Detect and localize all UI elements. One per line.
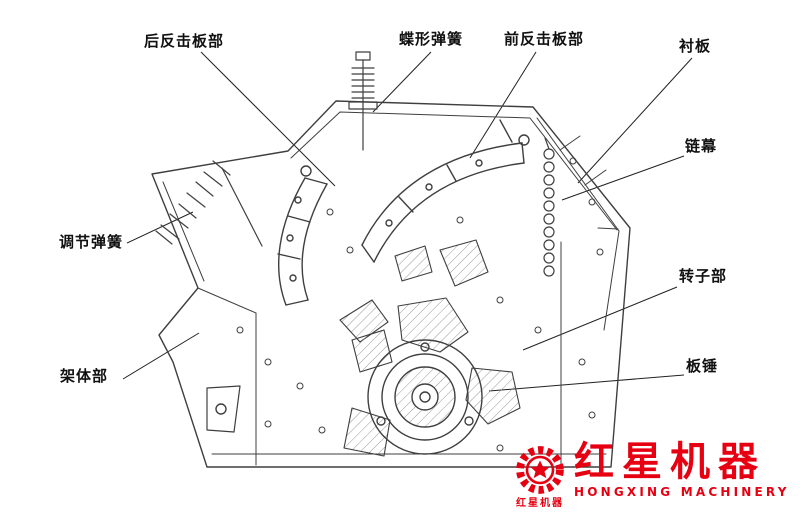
outer-shell (151, 100, 631, 468)
label-blow-bar: 板锤 (686, 357, 719, 375)
label-chain-curtain: 链幕 (685, 137, 718, 155)
brand-text-block: 红星机器 HONGXING MACHINERY (574, 441, 790, 499)
rear-impact-plate-part (277, 165, 328, 306)
leader-front-impact-plate (469, 51, 537, 159)
adjusting-spring-part (155, 160, 263, 247)
front-impact-plate-part (361, 119, 530, 263)
liner-plate-part (559, 135, 619, 256)
label-disc-spring: 蝶形弹簧 (399, 30, 464, 48)
label-rear-impact-plate: 后反击板部 (144, 32, 225, 50)
label-rotor: 转子部 (679, 267, 728, 285)
brand-small-text: 红星机器 (516, 498, 564, 509)
leader-frame (122, 332, 200, 380)
label-front-impact-plate: 前反击板部 (504, 30, 585, 48)
gear-star-icon (516, 446, 564, 494)
bolt-heads (236, 208, 596, 452)
frame-part (151, 100, 631, 468)
rotor-part (367, 339, 483, 455)
leader-chain-curtain (561, 155, 685, 201)
chain-curtain-part (543, 137, 555, 277)
brand-name-en: HONGXING MACHINERY (574, 485, 790, 499)
brand-logo: 红星机器 HONGXING MACHINERY (514, 441, 790, 499)
machine-drawing (151, 51, 631, 468)
disc-spring-part (348, 51, 378, 151)
leader-blow-bar (488, 374, 685, 392)
leader-adjusting-spring (126, 211, 194, 244)
label-adjusting-spring: 调节弹簧 (59, 233, 124, 251)
label-frame: 架体部 (60, 367, 109, 385)
blow-bar-part (339, 239, 521, 457)
leader-rotor (522, 286, 678, 351)
support-bracket (206, 385, 241, 433)
leader-rear-impact-plate (200, 51, 336, 187)
leader-liner-plate (577, 57, 693, 184)
leader-lines (122, 51, 693, 392)
label-liner-plate: 衬板 (679, 37, 712, 55)
brand-name-cn: 红星机器 (574, 439, 766, 485)
